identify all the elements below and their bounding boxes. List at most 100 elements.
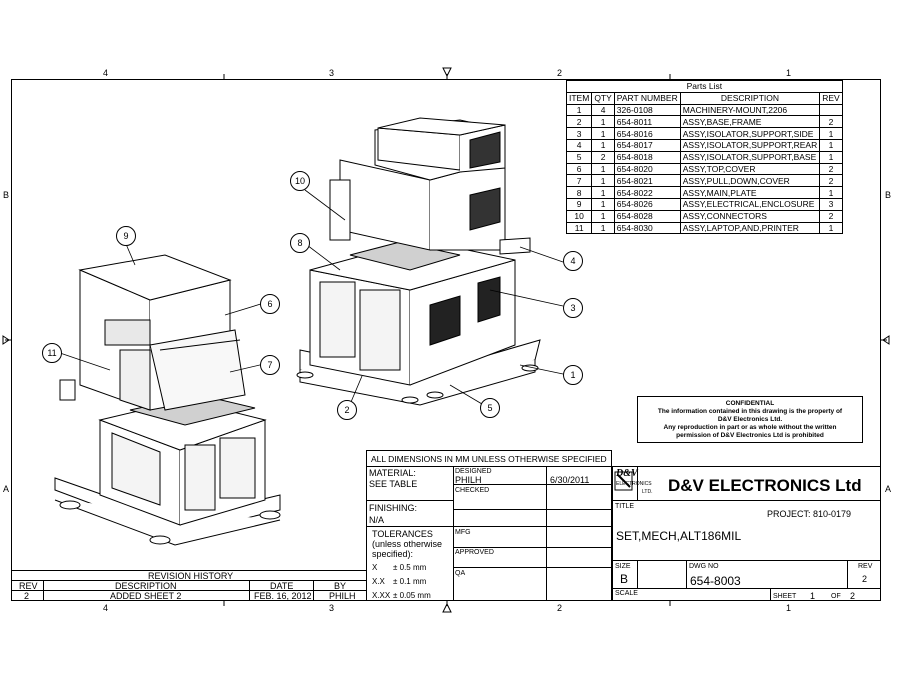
rev-col-header: REV xyxy=(19,581,38,591)
checked-label: CHECKED xyxy=(455,487,490,494)
item-balloon: 2 xyxy=(337,400,357,420)
zone-label-top: 1 xyxy=(786,68,792,78)
approved-label: APPROVED xyxy=(455,549,494,556)
company-name: D&V ELECTRONICS Ltd xyxy=(668,476,862,495)
revision-row-by: PHILH xyxy=(329,591,356,601)
zone-label-left: B xyxy=(3,190,10,200)
of-label: OF xyxy=(831,593,841,600)
zone-label-top: 3 xyxy=(329,68,335,78)
dwg-no-value: 654-8003 xyxy=(690,574,741,588)
zone-label-right: A xyxy=(885,484,892,494)
revision-row-description: ADDED SHEET 2 xyxy=(110,591,182,601)
tolerances-note: specified): xyxy=(372,549,414,559)
drawing-title: SET,MECH,ALT186MIL xyxy=(616,529,742,543)
zone-label-right: B xyxy=(885,190,892,200)
item-balloon: 3 xyxy=(563,298,583,318)
item-balloon: 8 xyxy=(290,233,310,253)
designed-label: DESIGNED xyxy=(455,468,492,475)
part-rev: 1 xyxy=(819,221,843,235)
tolerance-xxx-label: X.XX xyxy=(372,591,391,600)
material-value: SEE TABLE xyxy=(369,479,418,489)
size-value: B xyxy=(620,572,629,586)
finishing-value: N/A xyxy=(369,515,385,525)
finishing-label: FINISHING: xyxy=(369,503,418,513)
units-note: ALL DIMENSIONS IN MM UNLESS OTHERWISE SP… xyxy=(371,454,607,464)
part-description: ASSY,LAPTOP,AND,PRINTER xyxy=(679,221,821,235)
part-qty: 1 xyxy=(591,174,615,188)
tolerances-note: (unless otherwise xyxy=(372,539,443,549)
part-rev: 1 xyxy=(819,186,843,199)
part-qty: 1 xyxy=(591,115,615,129)
item-balloon: 7 xyxy=(260,355,280,375)
rev-value: 2 xyxy=(862,574,868,584)
front-isometric-machine xyxy=(54,254,281,546)
designed-date: 6/30/2011 xyxy=(550,475,590,485)
material-label: MATERIAL: xyxy=(369,468,416,478)
part-number: 654-8030 xyxy=(613,221,681,235)
zone-label-bottom: 2 xyxy=(557,603,563,613)
rear-isometric-machine xyxy=(296,117,541,406)
confidential-title: CONFIDENTIAL xyxy=(725,400,775,407)
sheet-label: SHEET xyxy=(773,593,797,600)
designed-by: PHILH xyxy=(455,475,482,485)
part-number: 654-8011 xyxy=(613,115,681,129)
logo-text: D&V xyxy=(616,468,638,479)
revision-row-rev: 2 xyxy=(24,591,30,601)
rev-label: REV xyxy=(858,563,873,570)
tolerance-x-value: ± 0.5 mm xyxy=(393,563,427,572)
logo-subtext: ELECTRONICS xyxy=(616,481,652,487)
dwg-no-label: DWG NO xyxy=(689,563,719,570)
zone-label-top: 4 xyxy=(103,68,109,78)
zone-label-bottom: 3 xyxy=(329,603,335,613)
item-balloon: 4 xyxy=(563,251,583,271)
tolerance-x-label: X xyxy=(372,563,378,572)
confidential-line: The information contained in this drawin… xyxy=(657,408,843,415)
company-logo xyxy=(614,471,633,491)
confidential-notice: CONFIDENTIAL The information contained i… xyxy=(637,396,863,443)
col-header-rev: REV xyxy=(819,91,843,105)
part-rev xyxy=(819,103,843,117)
item-balloon: 11 xyxy=(42,343,62,363)
sheet-value: 1 xyxy=(810,591,816,601)
size-label: SIZE xyxy=(615,563,631,570)
item-balloon: 6 xyxy=(260,294,280,314)
tolerance-xx-value: ± 0.1 mm xyxy=(393,577,427,586)
part-qty: 1 xyxy=(591,209,615,223)
by-col-header: BY xyxy=(334,581,347,591)
zone-label-bottom: 1 xyxy=(786,603,792,613)
part-qty: 1 xyxy=(591,221,615,235)
revision-row-date: FEB. 16, 2012 xyxy=(254,591,312,601)
tolerance-xxx-value: ± 0.05 mm xyxy=(393,591,431,600)
item-balloon: 1 xyxy=(563,365,583,385)
parts-list-table: Parts List ITEM QTY PART NUMBER DESCRIPT… xyxy=(565,80,843,235)
col-header-description: DESCRIPTION xyxy=(679,91,821,105)
zone-label-top: 2 xyxy=(557,68,563,78)
col-header-qty: QTY xyxy=(591,91,615,105)
zone-label-bottom: 4 xyxy=(103,603,109,613)
tolerance-xx-label: X.X xyxy=(372,577,385,586)
logo-subtext: LTD. xyxy=(642,489,653,495)
confidential-line: Any reproduction in part or as whole wit… xyxy=(663,424,837,431)
project-number: PROJECT: 810-0179 xyxy=(767,509,852,519)
of-value: 2 xyxy=(850,591,856,601)
confidential-line: permission of D&V Electronics Ltd is pro… xyxy=(676,432,824,439)
description-col-header: DESCRIPTION xyxy=(115,581,177,591)
date-col-header: DATE xyxy=(270,581,294,591)
tolerances-label: TOLERANCES xyxy=(372,529,433,539)
qa-label: QA xyxy=(455,570,466,577)
zone-label-left: A xyxy=(3,484,10,494)
part-qty: 4 xyxy=(591,103,615,117)
title-label: TITLE xyxy=(615,503,635,510)
item-balloon: 5 xyxy=(480,398,500,418)
item-balloon: 9 xyxy=(116,226,136,246)
mfg-label: MFG xyxy=(455,529,471,536)
